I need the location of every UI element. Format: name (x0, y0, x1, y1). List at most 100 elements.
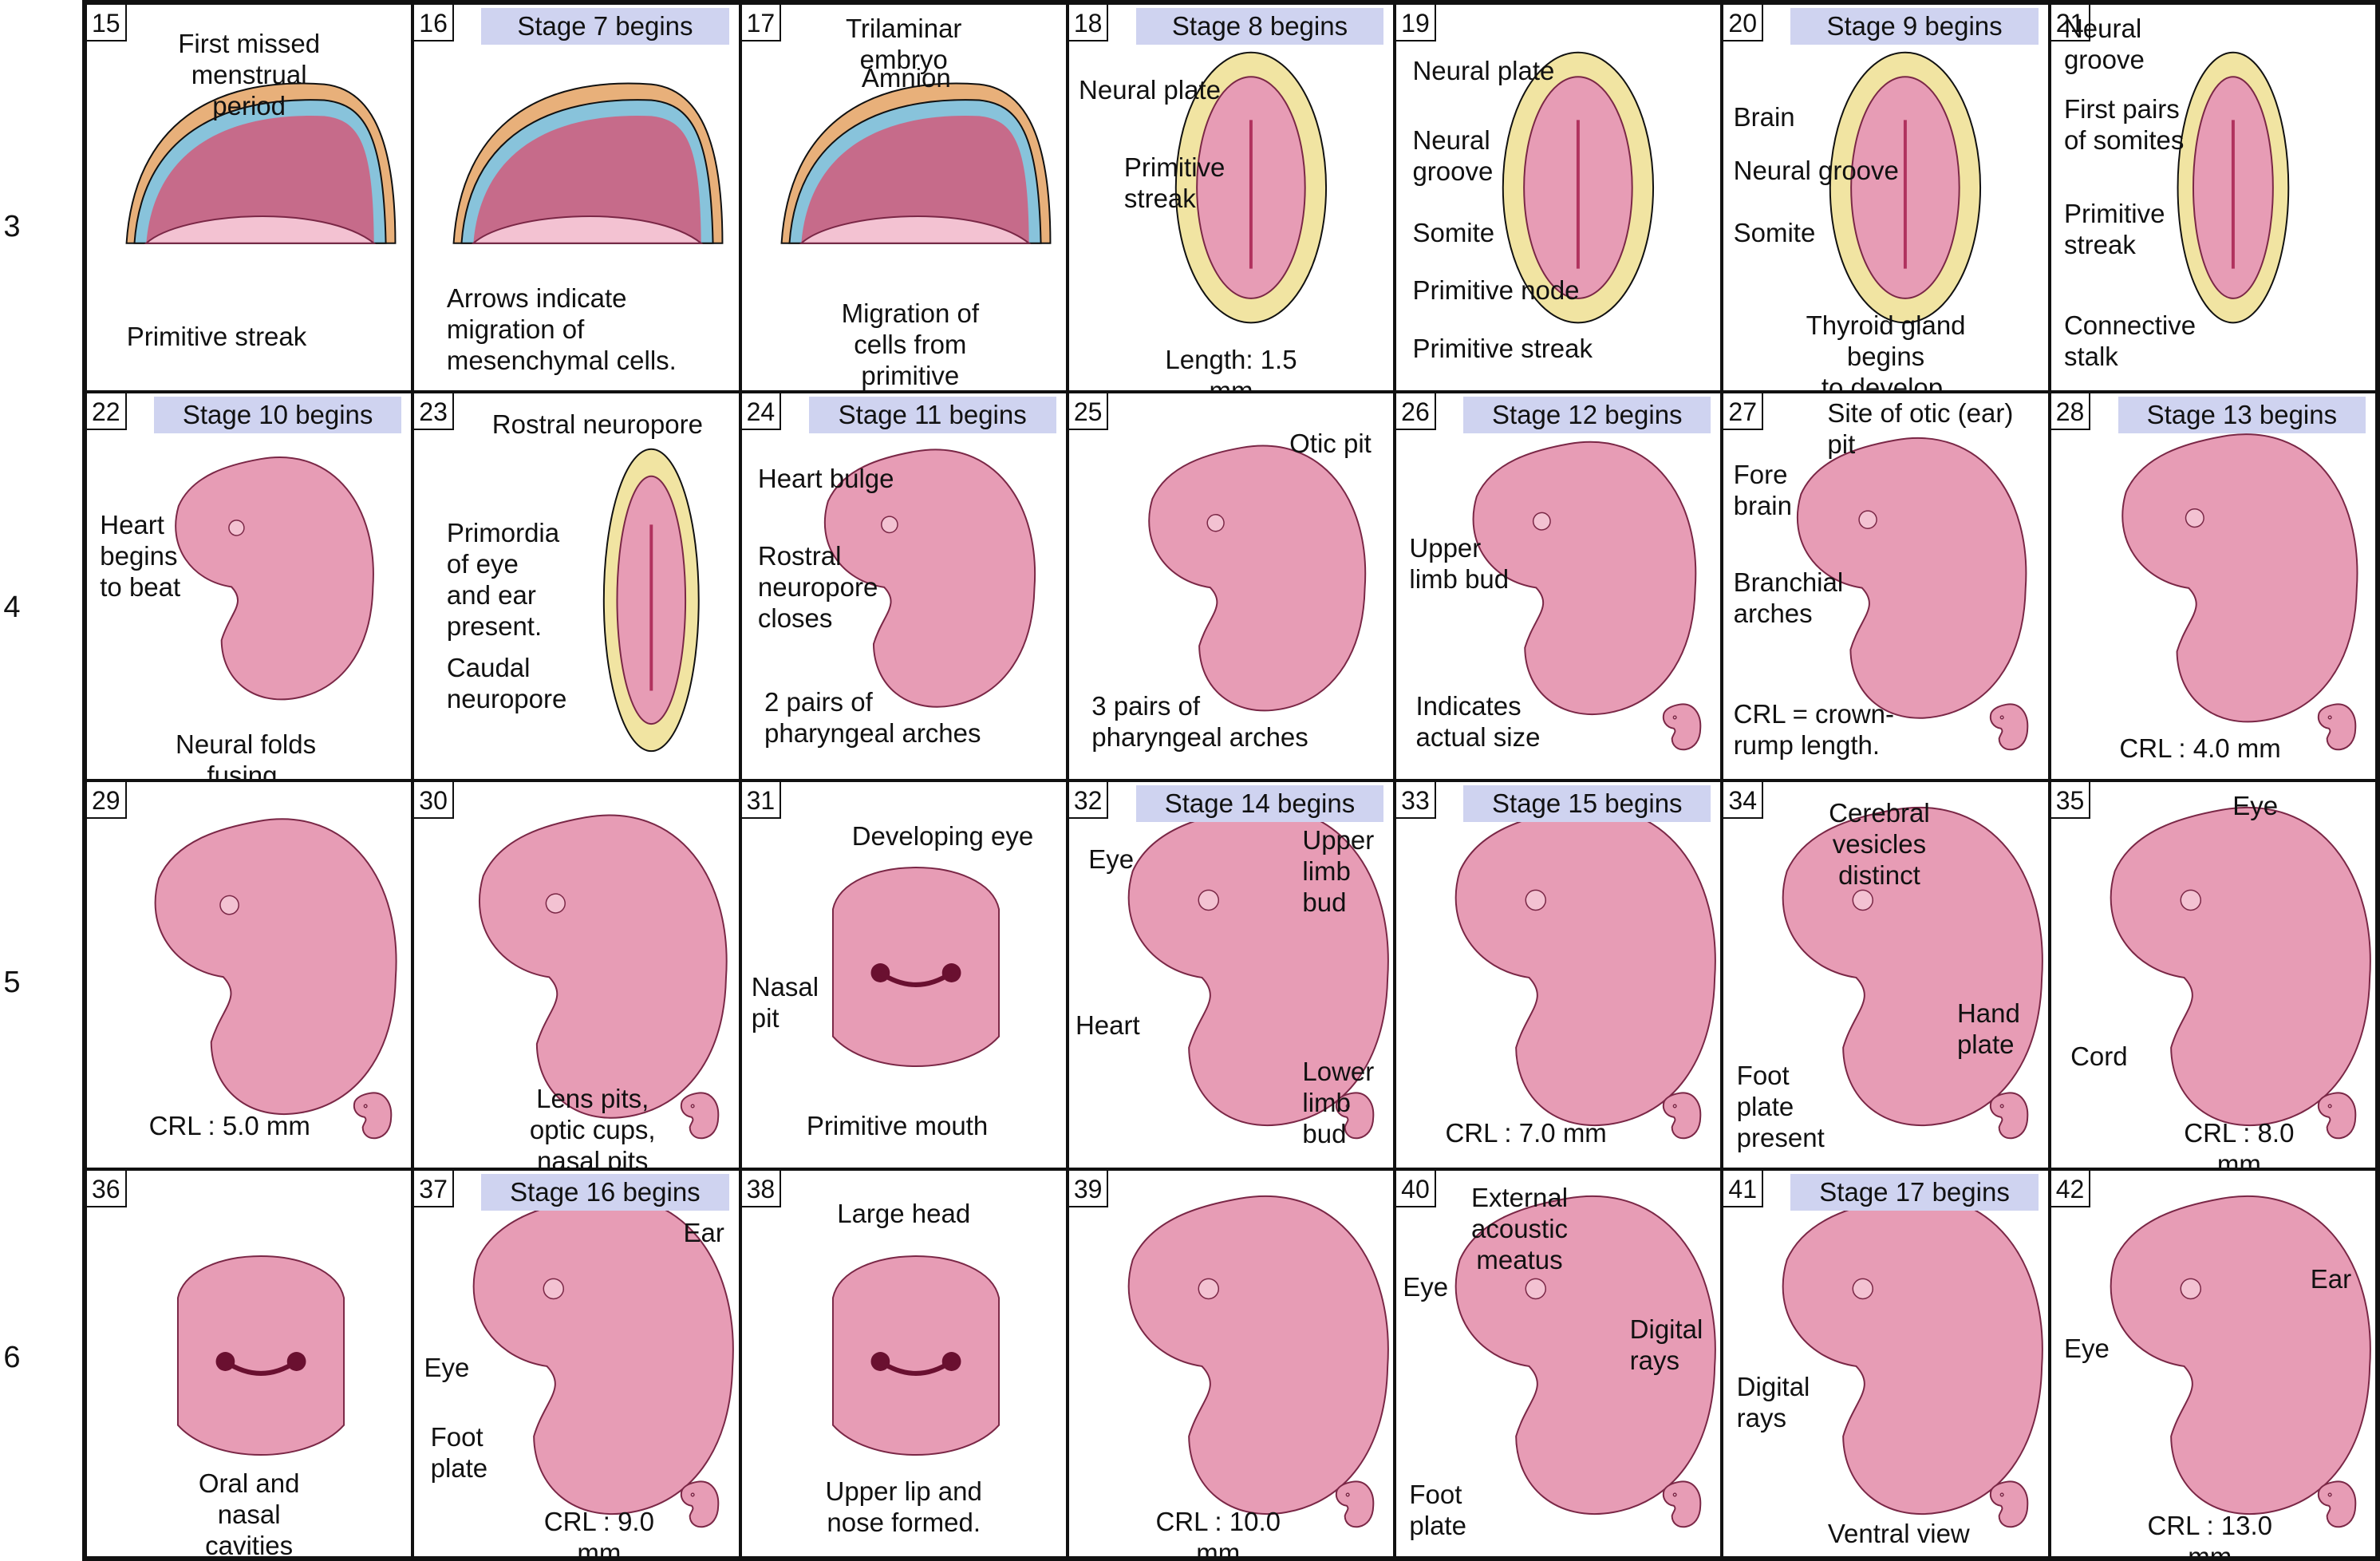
embryo-illustration (154, 818, 397, 1140)
panel-number: 42 (2050, 1171, 2091, 1207)
structure-label: CRL : 8.0 mm (2184, 1118, 2295, 1169)
structure-label: CRL : 9.0 mm (543, 1507, 654, 1558)
structure-label: Eye (1088, 844, 1135, 875)
structure-label: CRL : 7.0 mm (1445, 1118, 1607, 1148)
structure-label: Caudal neuropore (446, 652, 567, 713)
structure-label: Primitive streak (2063, 198, 2165, 259)
structure-label: Indicates actual size (1415, 690, 1541, 752)
stage-banner: Stage 12 begins (1463, 397, 1711, 433)
structure-label: Lower limb bud (1302, 1056, 1375, 1148)
structure-label: Site of otic (ear) pit (1827, 397, 2014, 459)
actual-size-embryo (1990, 703, 2029, 751)
panel-number: 23 (414, 393, 454, 430)
embryo-illustration (1502, 51, 1655, 324)
panel-number: 15 (87, 5, 127, 41)
embryo-body (473, 1195, 735, 1516)
structure-label: CRL : 10.0 mm (1155, 1507, 1281, 1558)
panel-number: 19 (1396, 5, 1436, 41)
structure-label: Heart begins to beat (100, 509, 181, 602)
embryo-body (1782, 806, 2044, 1127)
structure-label: Otic pit (1289, 429, 1372, 459)
actual-size-embryo (1335, 1092, 1375, 1140)
embryo-illustration (823, 449, 1036, 708)
stage-banner: Stage 8 begins (1135, 8, 1384, 45)
embryo-illustration (1127, 806, 1389, 1140)
structure-label: Somite (1412, 217, 1495, 247)
panel-number: 34 (1723, 782, 1764, 819)
stage-banner: Stage 9 begins (1790, 8, 2039, 45)
embryo-illustration (831, 1255, 1000, 1456)
embryo-face (831, 867, 1000, 1068)
embryonic-disc-section (125, 82, 397, 244)
stage-banner: Stage 15 begins (1463, 785, 1711, 822)
panel-number: 27 (1723, 393, 1764, 430)
embryo-illustration (1454, 1195, 1716, 1528)
neural-plate-embryo (1829, 51, 1982, 324)
embryo-body (479, 814, 728, 1119)
embryo-illustration (2121, 433, 2358, 751)
week-label-5: 5 (3, 966, 21, 999)
structure-label: First missed menstrual period (178, 28, 321, 121)
embryo-body (1797, 437, 2027, 719)
embryo-illustration (603, 448, 701, 753)
structure-label: Fore brain (1733, 460, 1792, 521)
structure-label: Eye (2063, 1333, 2110, 1363)
structure-label: Neural groove (1412, 124, 1494, 186)
structure-label: Nasal pit (751, 971, 819, 1033)
embryo-illustration (1127, 1195, 1389, 1528)
embryo-illustration (1782, 1195, 2044, 1528)
structure-label: Hand plate (1956, 998, 2020, 1060)
structure-label: Primitive streak (1412, 333, 1593, 363)
panel-number: 18 (1068, 5, 1109, 41)
embryo-body (1148, 445, 1367, 712)
embryo-illustration (176, 1255, 345, 1456)
actual-size-embryo (2317, 703, 2356, 751)
embryo-face (831, 1255, 1000, 1456)
embryo-illustration (1174, 51, 1327, 324)
panel-number: 39 (1068, 1171, 1109, 1207)
structure-label: Cerebral vesicles distinct (1829, 798, 1930, 891)
stage-banner: Stage 10 begins (154, 397, 402, 433)
embryo-illustration (2110, 1195, 2371, 1528)
embryo-body (2110, 1195, 2371, 1516)
panel-number: 35 (2050, 782, 2091, 819)
structure-label: CRL : 4.0 mm (2119, 733, 2281, 764)
panel-number: 36 (87, 1171, 127, 1207)
structure-label: Ear (683, 1217, 724, 1247)
stage-banner: Stage 14 begins (1135, 785, 1384, 822)
actual-size-embryo (1335, 1480, 1375, 1528)
embryo-body (1127, 806, 1389, 1127)
structure-label: Foot plate present (1736, 1060, 1825, 1152)
embryo-body (2121, 433, 2358, 723)
embryo-illustration (1782, 806, 2044, 1140)
embryo-illustration (780, 82, 1052, 244)
structure-label: Connective stalk (2063, 310, 2196, 371)
actual-size-embryo (681, 1092, 720, 1140)
embryo-illustration (1148, 445, 1367, 712)
neural-plate-embryo (1174, 51, 1327, 324)
embryo-body (175, 456, 374, 701)
structure-label: Eye (1403, 1271, 1449, 1302)
panel-number: 21 (2050, 5, 2091, 41)
structure-label: Brain (1733, 101, 1795, 132)
stage-banner: Stage 13 begins (2118, 397, 2366, 433)
structure-label: Foot plate (1409, 1480, 1466, 1541)
actual-size-embryo (1663, 1480, 1702, 1528)
structure-label: Primitive streak (126, 322, 307, 352)
structure-label: 2 pairs of pharyngeal arches (764, 687, 981, 749)
structure-label: Oral and nasal cavities confluent. (198, 1468, 300, 1558)
panel-number: 30 (414, 782, 454, 819)
